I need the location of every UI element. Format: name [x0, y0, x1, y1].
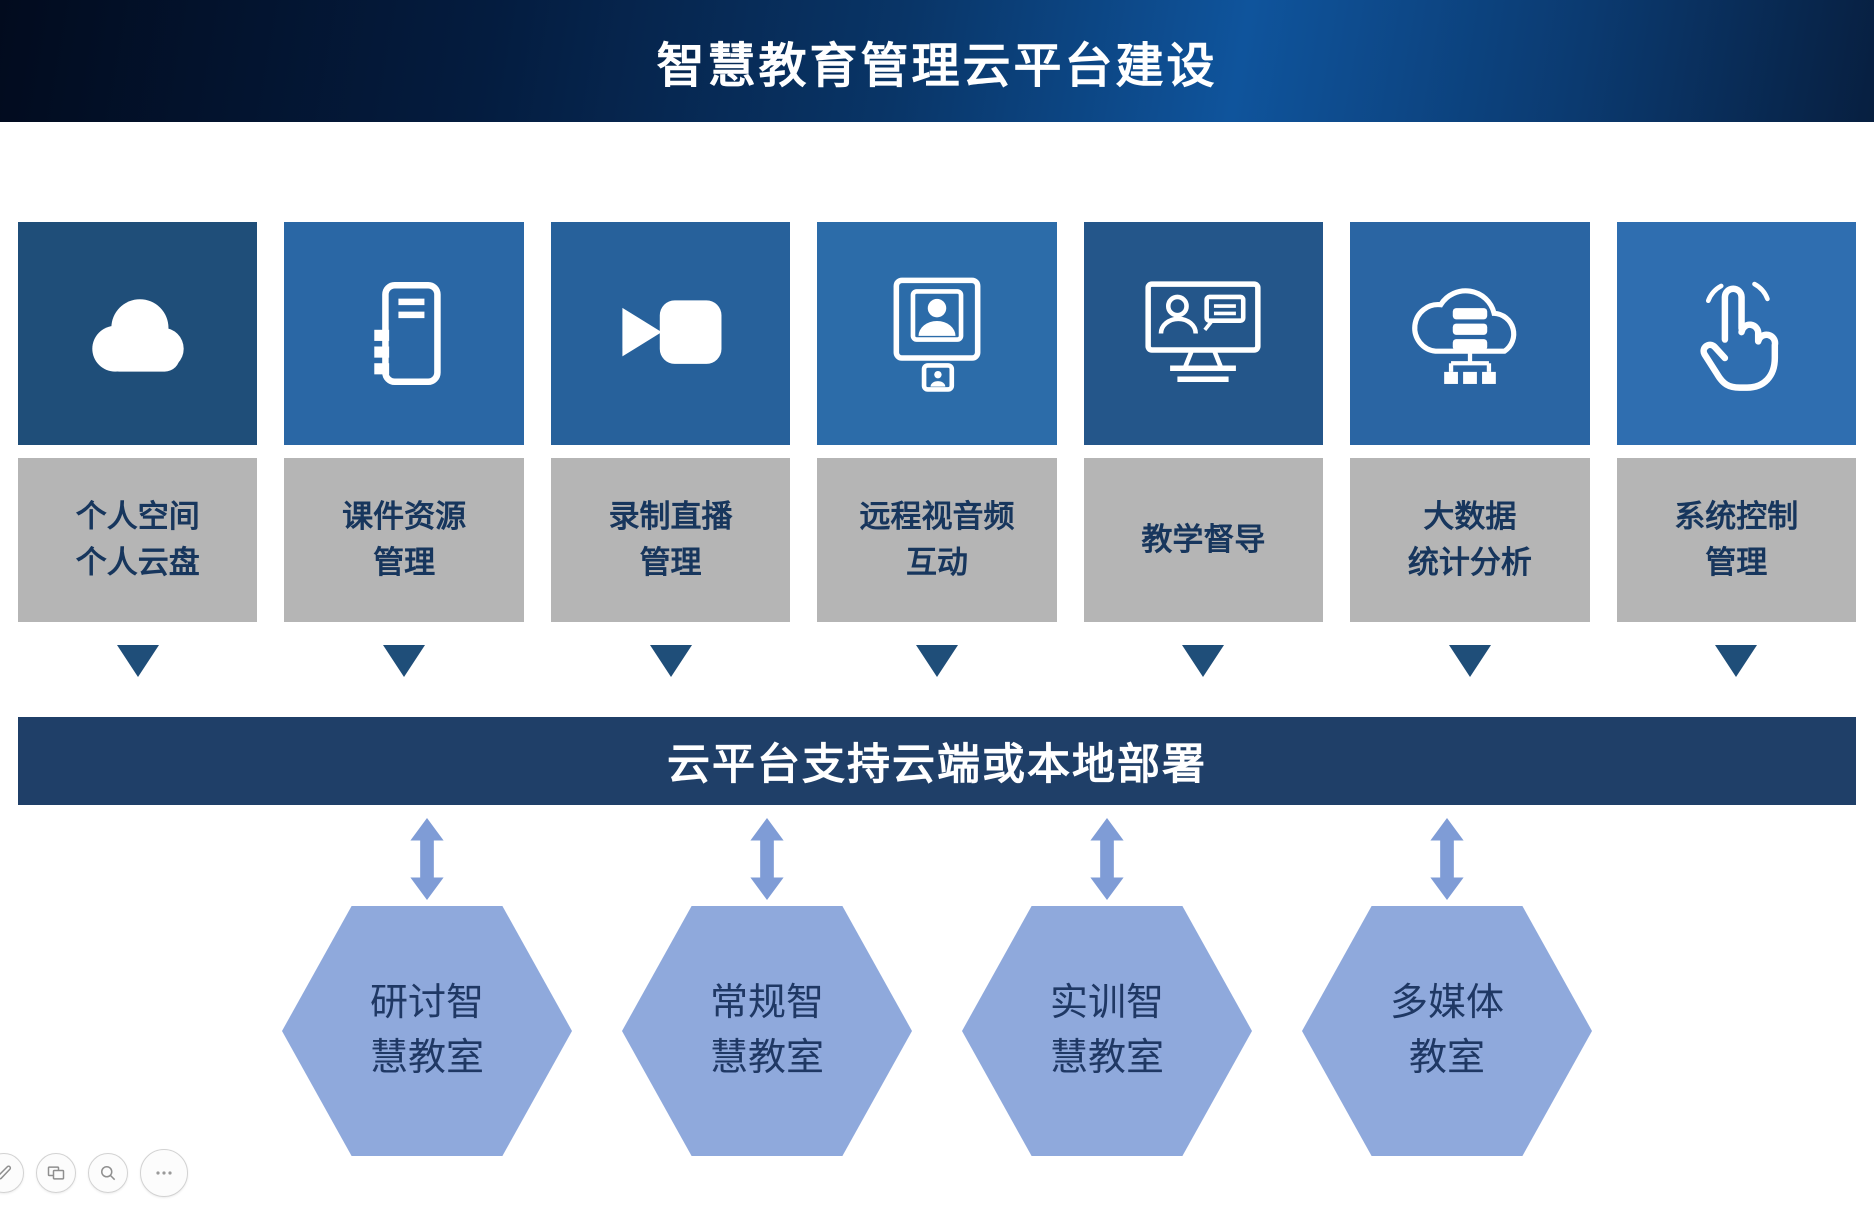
module-label-text: 教学督导 — [1141, 521, 1266, 557]
module-personal-cloud: 个人空间 个人云盘 — [18, 222, 258, 677]
module-icon-box — [1616, 222, 1856, 445]
classroom-training: 实训智 慧教室 — [962, 818, 1252, 1156]
classroom-hexagon: 实训智 慧教室 — [962, 906, 1252, 1156]
module-label: 系统控制 管理 — [1616, 458, 1856, 622]
deploy-bar-label: 云平台支持云端或本地部署 — [667, 741, 1207, 789]
deploy-bar: 云平台支持云端或本地部署 — [18, 717, 1856, 805]
down-arrow-icon — [915, 645, 958, 677]
module-courseware: 课件资源 管理 — [284, 222, 524, 677]
classroom-multimedia: 多媒体 教室 — [1302, 818, 1592, 1156]
presenter-toolbar — [0, 1149, 188, 1197]
pen-icon[interactable] — [0, 1153, 24, 1193]
double-arrow-icon — [1430, 818, 1464, 900]
teaching-supervision-icon — [1145, 281, 1262, 382]
slide-title: 智慧教育管理云平台建设 — [656, 40, 1218, 93]
module-label: 远程视音频 互动 — [817, 458, 1057, 622]
classroom-seminar: 研讨智 慧教室 — [282, 818, 572, 1156]
module-label-text: 个人空间 个人云盘 — [75, 498, 200, 581]
classroom-label: 研讨智 慧教室 — [369, 981, 484, 1079]
big-data-icon — [1412, 287, 1517, 384]
module-bigdata: 大数据 统计分析 — [1350, 222, 1590, 677]
module-av-interaction: 远程视音频 互动 — [817, 222, 1057, 677]
module-label: 大数据 统计分析 — [1350, 458, 1590, 622]
classroom-label: 多媒体 教室 — [1389, 981, 1504, 1079]
module-label: 教学督导 — [1083, 458, 1324, 622]
module-system-control: 系统控制 管理 — [1616, 222, 1856, 677]
classroom-hexagon: 多媒体 教室 — [1302, 906, 1592, 1156]
touch-hand-icon — [1700, 281, 1779, 391]
slides-panel-icon[interactable] — [36, 1153, 76, 1193]
module-supervision: 教学督导 — [1083, 222, 1324, 677]
down-arrow-icon — [649, 645, 692, 677]
down-arrow-icon — [1448, 645, 1491, 677]
courseware-tower-icon — [374, 281, 441, 386]
module-icon-box — [817, 222, 1057, 445]
module-icon-box — [18, 222, 258, 445]
double-arrow-icon — [750, 818, 784, 900]
module-recording: 录制直播 管理 — [550, 222, 791, 677]
classrooms: 研讨智 慧教室 常规智 慧教室 实训智 慧教室 多媒体 教室 — [282, 818, 1592, 1156]
module-label-text: 录制直播 管理 — [608, 498, 733, 581]
more-icon[interactable] — [140, 1149, 188, 1197]
video-call-icon — [893, 277, 981, 392]
module-label: 个人空间 个人云盘 — [18, 458, 258, 622]
down-arrow-icon — [116, 645, 159, 677]
module-label-text: 远程视音频 互动 — [859, 498, 1015, 581]
module-label-text: 系统控制 管理 — [1674, 498, 1799, 581]
module-icon-box — [550, 222, 791, 445]
classroom-label: 实训智 慧教室 — [1049, 981, 1164, 1079]
classroom-hexagon: 常规智 慧教室 — [622, 906, 912, 1156]
classroom-label: 常规智 慧教室 — [709, 981, 824, 1079]
magnifier-icon[interactable] — [88, 1153, 128, 1193]
module-label: 课件资源 管理 — [284, 458, 524, 622]
module-icon-box — [1350, 222, 1590, 445]
double-arrow-icon — [1090, 818, 1124, 900]
title-banner: 智慧教育管理云平台建设 — [0, 0, 1874, 122]
module-icon-box — [284, 222, 524, 445]
cloud-icon — [92, 299, 184, 372]
down-arrow-icon — [1182, 645, 1225, 677]
down-arrow-icon — [1715, 645, 1758, 677]
module-label: 录制直播 管理 — [550, 458, 791, 622]
platform-modules: 个人空间 个人云盘 课件资源 管理 — [0, 222, 1874, 677]
down-arrow-icon — [383, 645, 426, 677]
video-camera-icon — [621, 299, 722, 364]
module-label-text: 课件资源 管理 — [342, 498, 467, 581]
double-arrow-icon — [410, 818, 444, 900]
module-label-text: 大数据 统计分析 — [1407, 498, 1532, 581]
module-icon-box — [1083, 222, 1324, 445]
classroom-regular: 常规智 慧教室 — [622, 818, 912, 1156]
classroom-hexagon: 研讨智 慧教室 — [282, 906, 572, 1156]
